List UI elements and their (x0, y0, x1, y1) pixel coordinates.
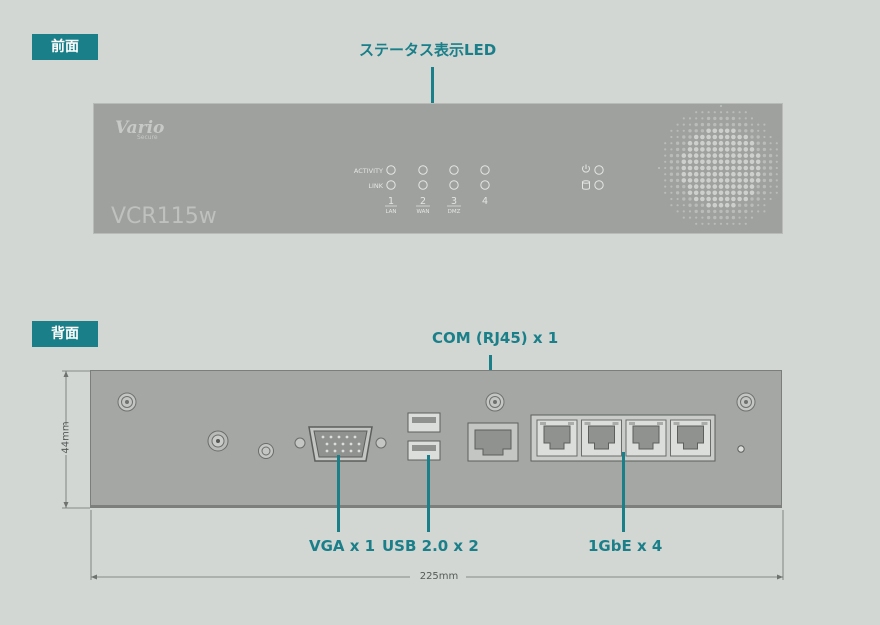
vga-callout-line (337, 455, 340, 532)
link-led-3 (449, 180, 459, 190)
usb-port-bottom (407, 440, 441, 461)
port-number-3: 3 (451, 196, 457, 207)
activity-leds (386, 165, 490, 175)
gbe-callout: 1GbE x 4 (588, 537, 663, 555)
activity-led-4 (480, 165, 490, 175)
port-sub-wan: WAN (416, 209, 429, 215)
power-led (594, 165, 604, 175)
front-tag: 前面 (32, 34, 98, 60)
activity-label: ACTIVITY (354, 167, 383, 175)
port-sub-lan: LAN (385, 209, 396, 215)
height-dimension-label: 44mm (60, 421, 72, 454)
speaker-grille (657, 104, 778, 225)
mounting-screw-left (117, 392, 137, 412)
vga-pins (321, 435, 361, 453)
usb-callout: USB 2.0 x 2 (382, 537, 479, 555)
gbe-port-3 (625, 419, 667, 457)
usb-callout-line (427, 455, 430, 532)
vga-port (294, 426, 387, 462)
link-leds (386, 180, 490, 190)
mounting-screw-center (485, 392, 505, 412)
port-sub-dmz: DMZ (448, 209, 461, 215)
antenna-connector (207, 430, 229, 452)
status-led-callout: ステータス表示LED (359, 41, 497, 59)
storage-led (594, 180, 604, 190)
vga-callout: VGA x 1 (309, 537, 376, 555)
link-led-1 (386, 180, 396, 190)
activity-led-2 (418, 165, 428, 175)
activity-led-3 (449, 165, 459, 175)
link-led-2 (418, 180, 428, 190)
width-dimension-label: 225mm (419, 571, 459, 582)
rear-tag: 背面 (32, 321, 98, 347)
power-indicator (582, 164, 604, 175)
front-panel: Vario Secure VCR115w ACTIVITY LINK 1 2 3… (93, 103, 783, 234)
port-number-4: 4 (482, 196, 488, 207)
gbe-port-2 (581, 419, 622, 457)
gbe-port-1 (536, 419, 578, 457)
rear-panel (90, 370, 782, 508)
gbe-port-4 (670, 419, 711, 457)
com-callout: COM (RJ45) x 1 (432, 329, 559, 347)
model-name: VCR115w (111, 204, 217, 229)
logo-secure: Secure (137, 134, 158, 141)
dc-power-jack (258, 443, 274, 459)
storage-indicator (582, 180, 604, 190)
logo-vario: Vario (115, 118, 164, 138)
vario-secure-logo: Vario Secure (115, 118, 164, 141)
activity-led-1 (386, 165, 396, 175)
mounting-screw-right (736, 392, 756, 412)
usb-port-top (407, 412, 441, 433)
port-number-2: 2 (420, 196, 426, 207)
port-number-1: 1 (388, 196, 394, 207)
link-led-4 (480, 180, 490, 190)
link-label: LINK (368, 182, 383, 190)
reset-pinhole (737, 445, 745, 453)
com-rj45-port (467, 422, 519, 462)
gbe-callout-line (622, 452, 625, 532)
power-icon (582, 165, 590, 173)
